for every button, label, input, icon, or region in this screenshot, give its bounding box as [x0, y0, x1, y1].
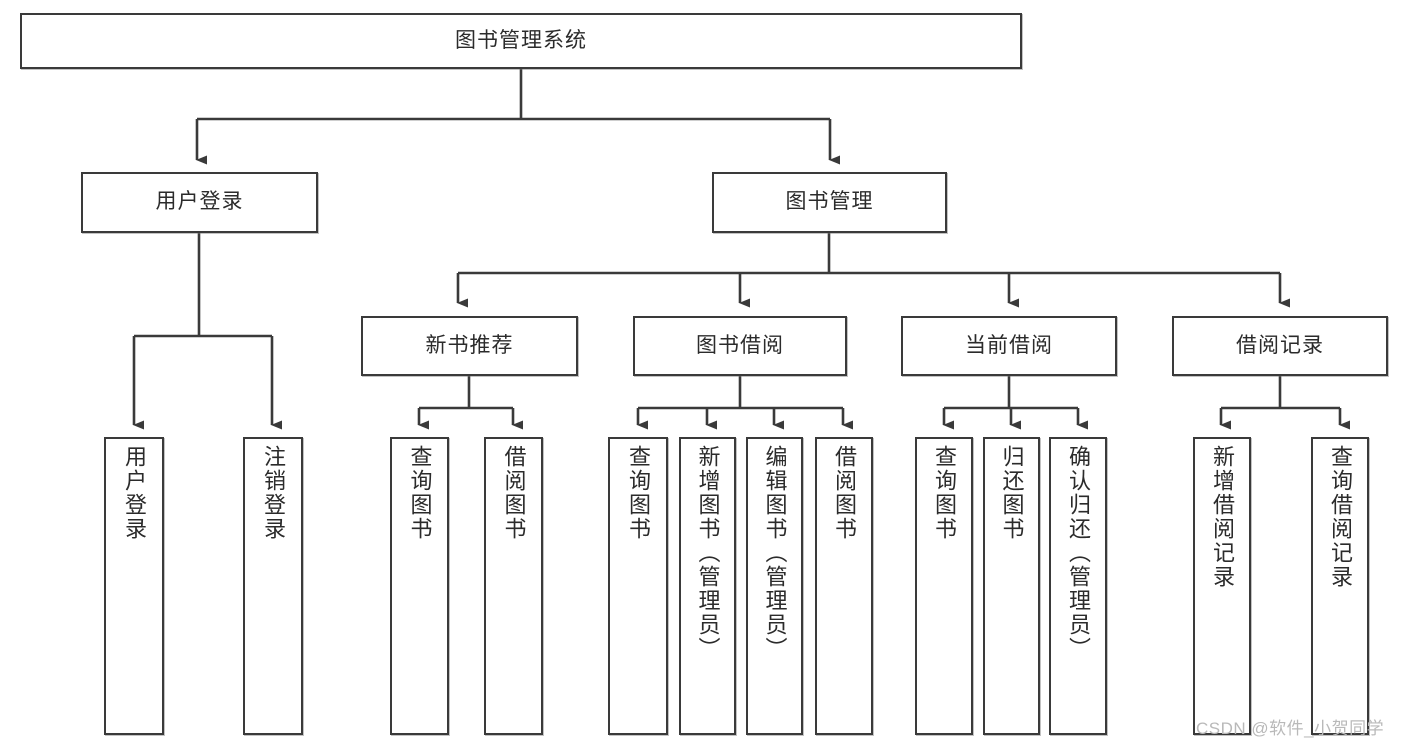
node-label: 图书借阅	[696, 333, 784, 357]
leaf-borrow-borrow-book[interactable]: 借阅图书	[815, 437, 873, 735]
node-label: 借阅图书	[501, 445, 527, 541]
node-label: 借阅图书	[831, 445, 857, 541]
node-label: 查询借阅记录	[1327, 445, 1353, 589]
node-label: 新增借阅记录	[1209, 445, 1235, 589]
node-label: 查询图书	[407, 445, 433, 541]
node-label: 图书管理	[785, 190, 874, 214]
leaf-user-login[interactable]: 用户登录	[104, 437, 164, 735]
leaf-user-logout[interactable]: 注销登录	[243, 437, 303, 735]
node-root-system[interactable]: 图书管理系统	[20, 13, 1022, 69]
leaf-current-confirm-return-admin[interactable]: 确认归还（管理员）	[1049, 437, 1107, 735]
leaf-borrow-query-book[interactable]: 查询图书	[608, 437, 668, 735]
leaf-borrow-add-book-admin[interactable]: 新增图书（管理员）	[679, 437, 736, 735]
node-label: 归还图书	[999, 445, 1025, 541]
csdn-watermark: CSDN @软件_小贺同学	[1196, 719, 1385, 738]
node-label: 当前借阅	[965, 333, 1053, 357]
node-new-book-recommend[interactable]: 新书推荐	[361, 316, 578, 376]
leaf-current-query-book[interactable]: 查询图书	[915, 437, 973, 735]
node-label: 新书推荐	[425, 333, 514, 357]
node-borrow-record[interactable]: 借阅记录	[1172, 316, 1388, 376]
node-label: 图书管理系统	[455, 28, 587, 52]
node-label: 编辑图书（管理员）	[762, 445, 788, 661]
node-book-borrow[interactable]: 图书借阅	[633, 316, 847, 376]
leaf-recommend-borrow-book[interactable]: 借阅图书	[484, 437, 543, 735]
node-label: 用户登录	[155, 190, 244, 214]
node-label: 查询图书	[625, 445, 651, 541]
leaf-borrow-edit-book-admin[interactable]: 编辑图书（管理员）	[746, 437, 803, 735]
leaf-record-add-borrow-record[interactable]: 新增借阅记录	[1193, 437, 1251, 735]
leaf-record-query-borrow-record[interactable]: 查询借阅记录	[1311, 437, 1369, 735]
node-label: 用户登录	[121, 445, 147, 541]
node-current-borrow[interactable]: 当前借阅	[901, 316, 1117, 376]
node-label: 新增图书（管理员）	[695, 445, 721, 661]
node-label: 注销登录	[260, 445, 286, 541]
node-label: 查询图书	[931, 445, 957, 541]
node-label: 确认归还（管理员）	[1065, 445, 1091, 661]
node-user-login[interactable]: 用户登录	[81, 172, 318, 233]
node-book-management[interactable]: 图书管理	[712, 172, 947, 233]
leaf-recommend-query-book[interactable]: 查询图书	[390, 437, 449, 735]
leaf-current-return-book[interactable]: 归还图书	[983, 437, 1040, 735]
node-label: 借阅记录	[1236, 333, 1324, 357]
